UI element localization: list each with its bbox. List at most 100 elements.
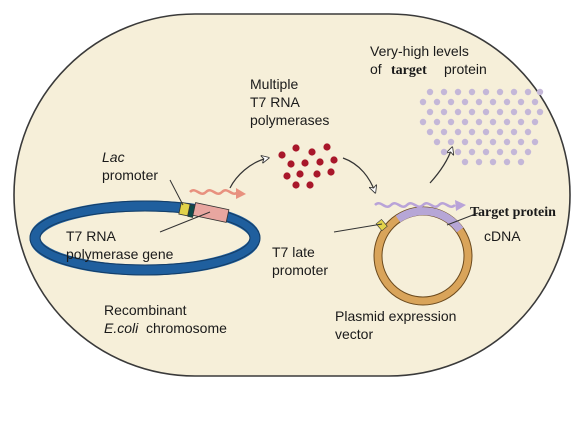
protein-dot (510, 88, 518, 96)
polymerase-dot (283, 172, 291, 180)
protein-dot (531, 98, 539, 106)
protein-dot (426, 88, 434, 96)
chromosome-label: chromosome (146, 320, 227, 336)
protein-dot (489, 118, 497, 126)
arrow-to-proteins (429, 148, 452, 184)
ecoli-label: E.coli (104, 320, 139, 336)
protein-dot (510, 128, 518, 136)
protein-dot (531, 118, 539, 126)
protein-dot (536, 108, 544, 116)
protein-dot (475, 138, 483, 146)
lac-promoter-label: promoter (102, 167, 158, 183)
vector-label: vector (335, 326, 373, 342)
t7-rna-gene-label: T7 RNA (66, 228, 116, 244)
polymerase-dot (323, 143, 331, 151)
mrna-arrowhead (455, 200, 466, 211)
polymerase-dot (292, 144, 300, 152)
polymerase-dot (330, 156, 338, 164)
protein-dot (482, 108, 490, 116)
protein-dot (440, 108, 448, 116)
protein-dot (447, 98, 455, 106)
recombinant-chromosome (29, 200, 261, 276)
protein-dot (461, 138, 469, 146)
lac-promoter-pointer (169, 179, 184, 206)
ecoli-cell (13, 13, 571, 377)
t7-rna-label: T7 RNA (250, 94, 300, 110)
protein-dot (468, 108, 476, 116)
protein-dot (482, 148, 490, 156)
polymerase-dot (301, 159, 309, 167)
plasmid-expression-vector (373, 206, 473, 306)
protein-dot (440, 128, 448, 136)
polymerase-dot (308, 148, 316, 156)
protein-dot (531, 138, 539, 146)
arrow-to-plasmid (342, 157, 375, 192)
protein-dot (433, 98, 441, 106)
t7-late-promoter-segment (375, 218, 388, 232)
protein-dot (468, 88, 476, 96)
protein-dot (517, 118, 525, 126)
protein-dot (496, 108, 504, 116)
protein-dot (536, 88, 544, 96)
cdna-label: cDNA (484, 228, 521, 244)
protein-dot (475, 158, 483, 166)
polymerase-dot (278, 151, 286, 159)
protein-dot (426, 128, 434, 136)
multiple-label: Multiple (250, 76, 298, 92)
protein-dot (461, 118, 469, 126)
target-protein-mrna (374, 202, 456, 208)
protein-dot (517, 138, 525, 146)
protein-dot (510, 148, 518, 156)
protein-dot (433, 118, 441, 126)
protein-dot (454, 88, 462, 96)
protein-dot (482, 88, 490, 96)
polymerase-dot (327, 168, 335, 176)
plasmid-label: Plasmid expression (335, 308, 456, 324)
polymerases-label: polymerases (250, 112, 329, 128)
protein-dot (433, 138, 441, 146)
polymerase-dot (306, 181, 314, 189)
protein-dot (489, 158, 497, 166)
very-high-levels-label: Very-high levels (370, 43, 469, 59)
protein-dot (447, 138, 455, 146)
polymerase-dot (316, 158, 324, 166)
protein-dot (496, 88, 504, 96)
protein-dot (454, 148, 462, 156)
protein-dot (517, 158, 525, 166)
protein-dot (524, 128, 532, 136)
protein-dot (454, 128, 462, 136)
protein-dot (475, 118, 483, 126)
lac-label: Lac (102, 149, 125, 165)
arrow-to-polymerases (229, 158, 268, 189)
polymerase-gene-pointer (159, 211, 211, 233)
cdna-segment (395, 207, 464, 233)
protein-dot (454, 108, 462, 116)
t7-polymerase-mrna (189, 189, 239, 195)
protein-dot (468, 148, 476, 156)
protein-dot (503, 158, 511, 166)
t7-late-label: T7 late (272, 244, 315, 260)
target-label: target (391, 63, 427, 78)
protein-dot (524, 108, 532, 116)
protein-dot (510, 108, 518, 116)
protein-label: protein (444, 61, 487, 77)
protein-dot (489, 98, 497, 106)
protein-dot (461, 98, 469, 106)
protein-dot (482, 128, 490, 136)
mrna-arrowhead (236, 188, 246, 199)
t7-late-pointer (333, 223, 383, 233)
protein-dot (426, 108, 434, 116)
protein-dot (496, 128, 504, 136)
t7-rna-polymerase-molecules (278, 143, 338, 189)
of-label: of (370, 61, 382, 77)
protein-dot (524, 148, 532, 156)
protein-dot (503, 118, 511, 126)
t7-polymerase-gene-segment (187, 202, 230, 223)
recombinant-label: Recombinant (104, 302, 187, 318)
protein-dot (503, 98, 511, 106)
protein-dot (440, 88, 448, 96)
polymerase-dot (296, 170, 304, 178)
protein-dot (447, 118, 455, 126)
protein-dot (489, 138, 497, 146)
